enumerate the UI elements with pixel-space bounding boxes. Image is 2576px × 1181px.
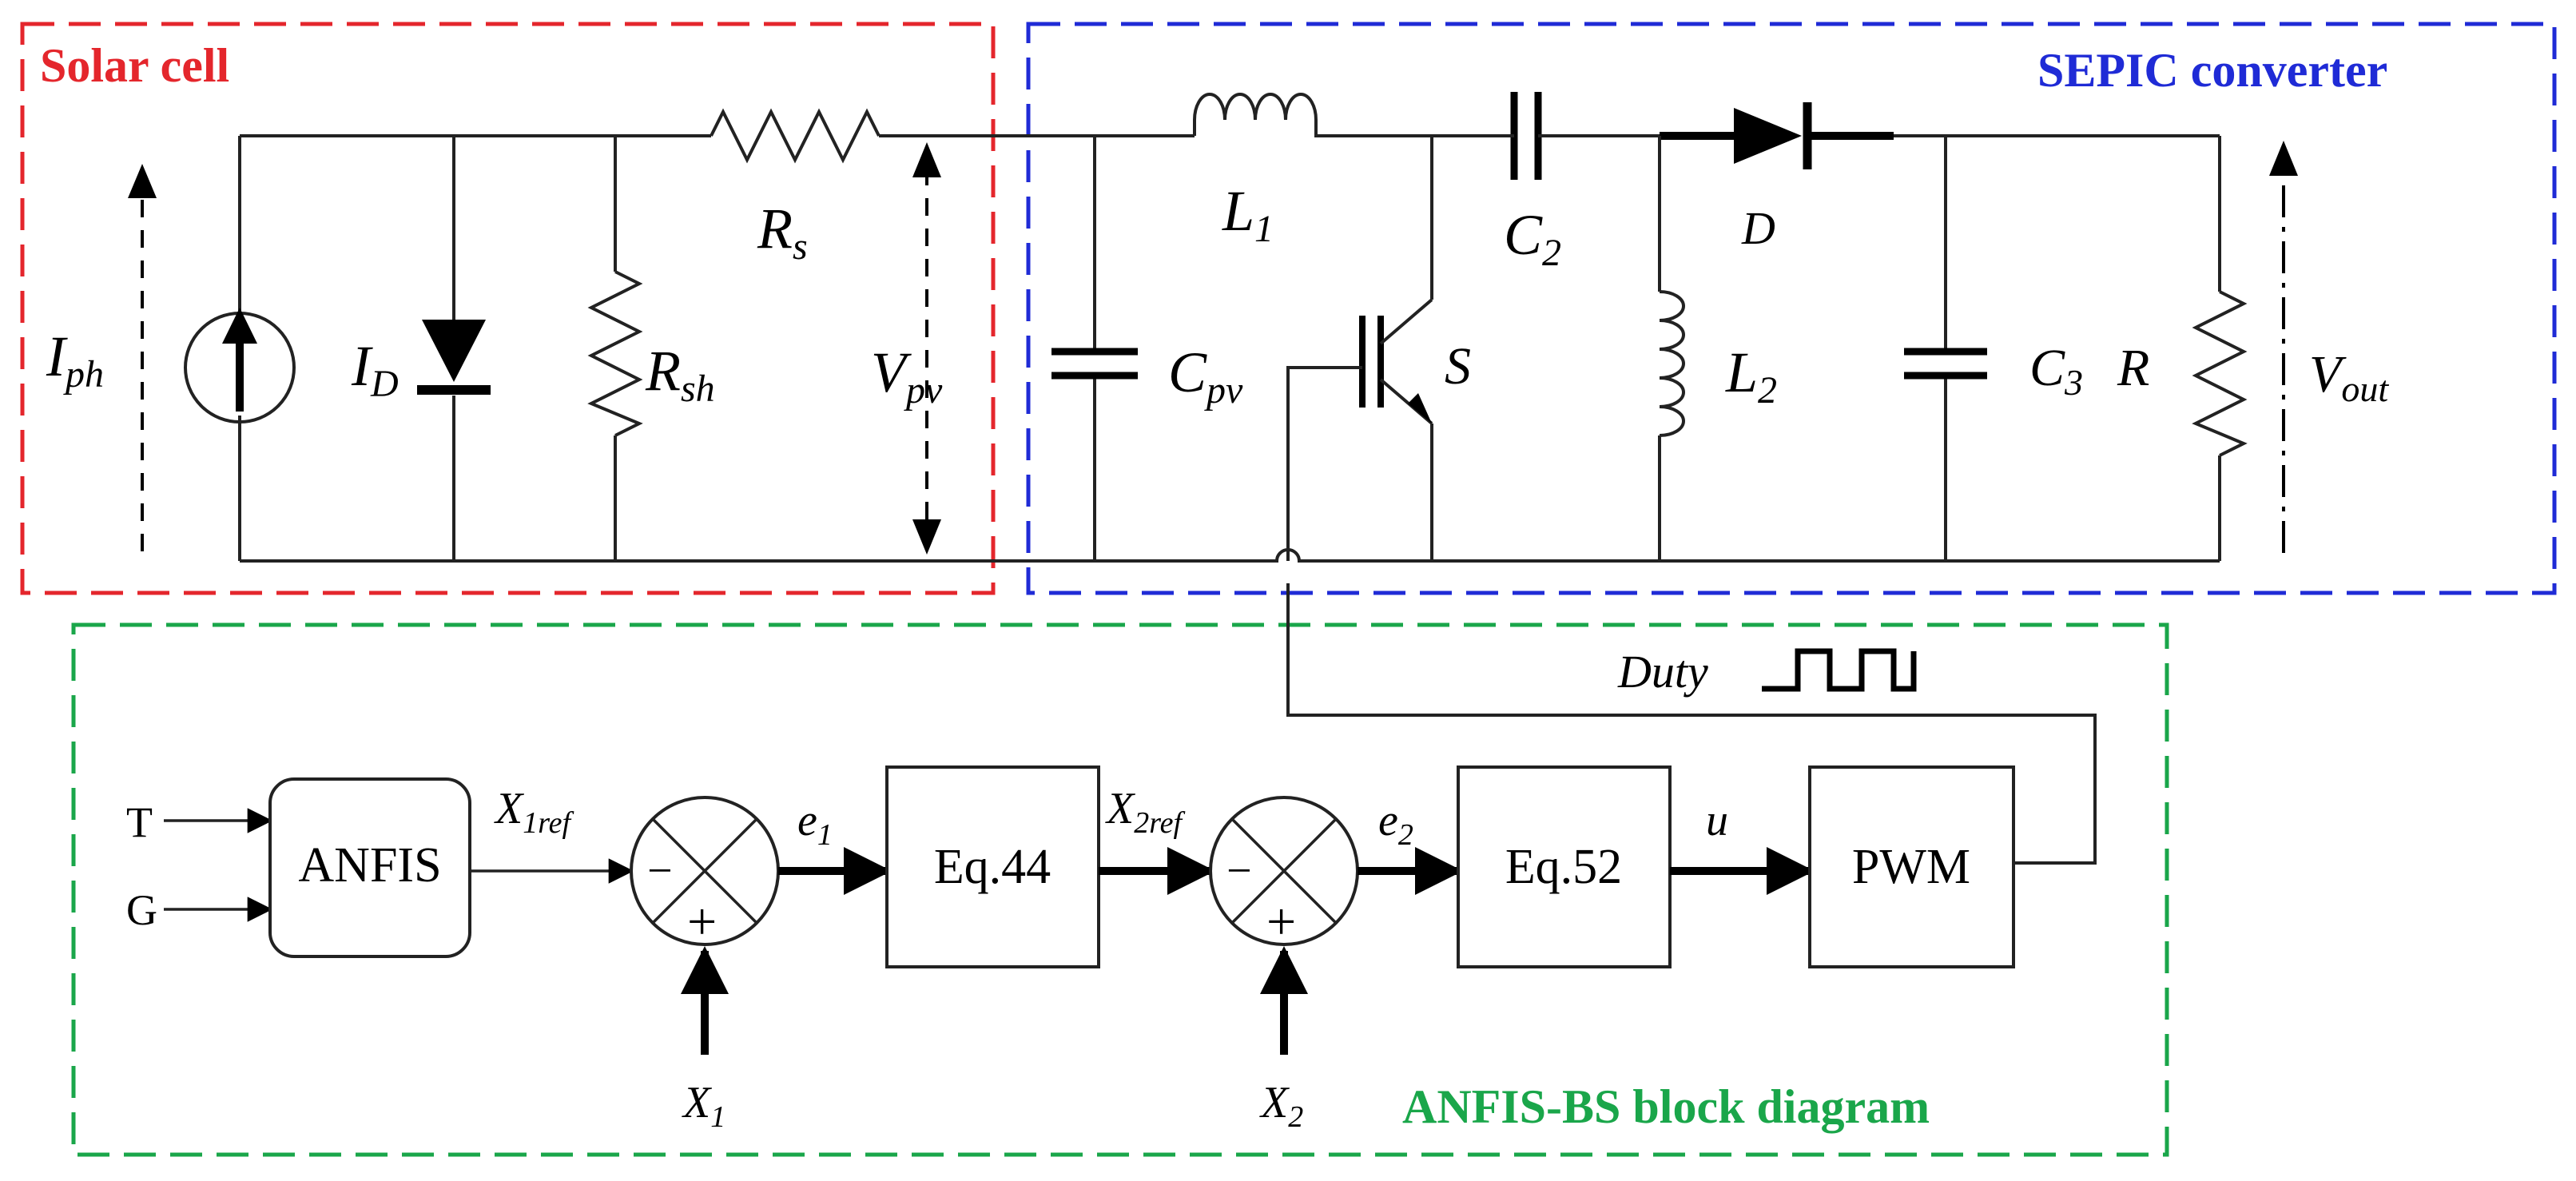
- rsh-label: Rsh: [645, 339, 715, 410]
- r-label: R: [2117, 339, 2149, 397]
- anfis-bs-title: ANFIS-BS block diagram: [1402, 1080, 1930, 1133]
- l2-label: L2: [1725, 340, 1777, 412]
- resistor-rs: [710, 108, 881, 164]
- x2-label: X2: [1259, 1078, 1303, 1134]
- s-label: S: [1445, 337, 1471, 396]
- capacitor-cpv: [1051, 348, 1138, 380]
- solar-cell-title: Solar cell: [40, 39, 229, 92]
- x1-label: X1: [682, 1078, 725, 1134]
- diode-id: [417, 320, 491, 395]
- iph-label: Iph: [46, 324, 104, 396]
- u-label: u: [1706, 796, 1728, 845]
- pwm-label: PWM: [1852, 840, 1970, 894]
- capacitor-c3: [1904, 348, 1987, 380]
- id-label: ID: [351, 334, 399, 405]
- c2-label: C2: [1504, 203, 1561, 274]
- duty-label: Duty: [1617, 646, 1708, 698]
- solar-cell-region: [20, 22, 996, 595]
- sum2-minus: −: [1226, 846, 1252, 896]
- eq44-label: Eq.44: [934, 840, 1051, 894]
- x2ref-label: X2ref: [1105, 784, 1185, 840]
- sepic-title: SEPIC converter: [2037, 44, 2387, 97]
- pwm-block: [1808, 765, 2015, 968]
- d-label: D: [1741, 202, 1775, 254]
- input-g: G: [126, 886, 157, 934]
- eq44-block: [885, 765, 1100, 968]
- vout-label: Vout: [2309, 345, 2389, 409]
- capacitor-c2: [1510, 92, 1542, 180]
- e2-label: e2: [1378, 796, 1413, 852]
- anfis-label: ANFIS: [298, 838, 441, 893]
- diode-d: [1660, 102, 1894, 169]
- eq52-label: Eq.52: [1505, 840, 1622, 894]
- anfis-block: [268, 777, 471, 958]
- resistor-r: [2192, 290, 2248, 457]
- summing-junction-2: [1209, 796, 1359, 946]
- vpv-label: Vpv: [871, 340, 943, 412]
- input-t: T: [126, 798, 153, 846]
- anfis-bs-region: [71, 622, 2169, 1157]
- l1-label: L1: [1222, 179, 1274, 250]
- square-wave-icon: [1762, 648, 1917, 692]
- x1ref-label: X1ref: [494, 784, 574, 840]
- sepic-converter-region: [1026, 22, 2557, 595]
- rs-label: Rs: [757, 197, 808, 268]
- eq52-block: [1457, 765, 1672, 968]
- inductor-l1: [1193, 93, 1318, 137]
- current-source-iph: [184, 308, 296, 423]
- cpv-label: Cpv: [1168, 340, 1243, 412]
- switch-s: [1286, 298, 1433, 561]
- inductor-l2: [1659, 290, 1685, 437]
- e1-label: e1: [797, 796, 833, 852]
- sum1-minus: −: [647, 846, 673, 896]
- resistor-rsh: [587, 270, 643, 437]
- sum2-plus: +: [1266, 893, 1296, 951]
- c3-label: C3: [2029, 339, 2083, 403]
- sum1-plus: +: [687, 893, 717, 951]
